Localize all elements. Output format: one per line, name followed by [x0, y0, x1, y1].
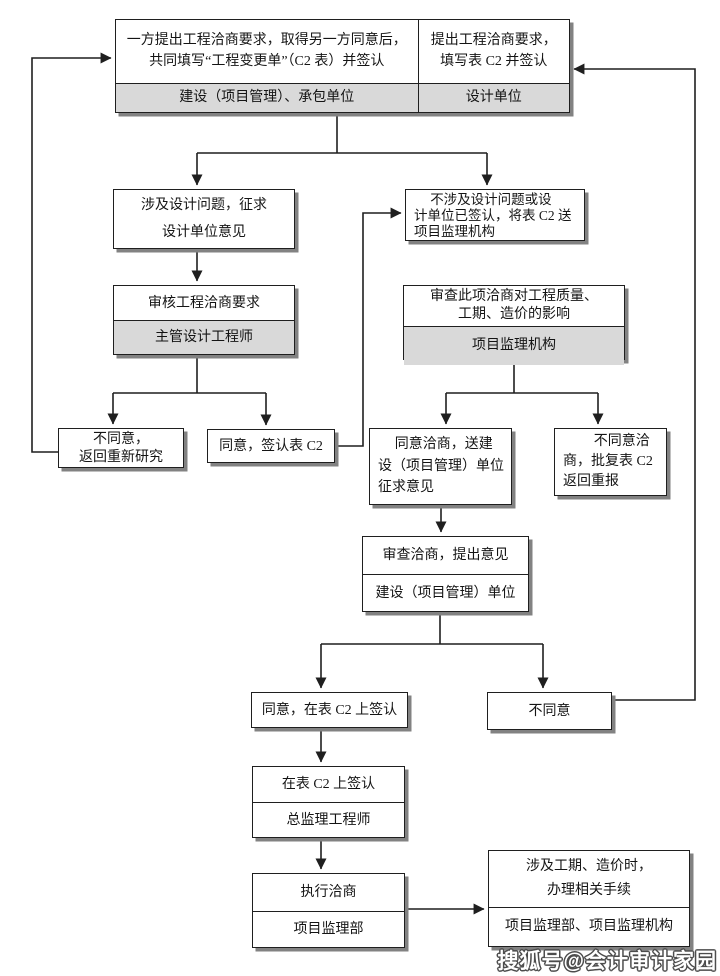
node-text-line: 涉及设计问题，征求 [141, 198, 267, 213]
node-propose-design-role: 设计单位 [417, 82, 569, 112]
node-text-line: 审查此项洽商对工程质量、 [430, 289, 598, 304]
node-text-line: 不同意洽 [593, 433, 650, 449]
node-review-opinion: 审查洽商，提出意见 建设（项目管理）单位 [362, 536, 529, 612]
connector-lines [31, 52, 696, 915]
watermark: 搜狐号@会计审计家园 [497, 950, 717, 973]
node-role-band: 总监理工程师 [253, 802, 404, 837]
node-agree-negotiation: 同意洽商，送建 设（项目管理）单位 征求意见 [369, 428, 512, 505]
node-title: 同意，在表 C2 上签认 [261, 702, 398, 718]
node-disagree: 不同意 [487, 692, 612, 730]
node-not-involve-design: 不涉及设计问题或设 计单位已签认，将表 C2 送 项目监理机构 [405, 189, 585, 241]
node-text-line: 提出工程洽商要求， [430, 33, 557, 49]
node-role-band: 主管设计工程师 [114, 320, 294, 354]
node-agree-sign-c2: 同意，签认表 C2 [207, 429, 335, 463]
node-text-line: 返回重新研究 [79, 449, 163, 465]
node-text-line: 涉及工期、造价时， [526, 859, 652, 875]
node-time-cost: 涉及工期、造价时， 办理相关手续 项目监理部、项目监理机构 [488, 850, 690, 947]
node-review-request: 审核工程洽商要求 主管设计工程师 [113, 285, 295, 355]
node-text-line: 返回重报 [563, 474, 619, 490]
node-text-line: 一方提出工程洽商要求，取得另一方同意后， [126, 33, 407, 49]
node-title: 审查洽商，提出意见 [382, 548, 509, 563]
node-text-line: 工期、造价的影响 [458, 307, 570, 323]
node-involve-design: 涉及设计问题，征求 设计单位意见 [113, 189, 295, 249]
node-title: 执行洽商 [300, 885, 357, 900]
node-text-line: 同意洽商，送建 [394, 436, 493, 452]
node-title: 在表 C2 上签认 [281, 777, 376, 792]
node-disagree-restudy: 不同意， 返回重新研究 [58, 428, 184, 468]
node-propose-joint: 一方提出工程洽商要求，取得另一方同意后， 共同填写“工程变更单”（C2 表）并签… [116, 20, 418, 83]
node-sign-on-c2: 在表 C2 上签认 总监理工程师 [252, 766, 405, 838]
node-text-line: 设（项目管理）单位 [378, 458, 504, 474]
node-text-line: 征求意见 [378, 480, 434, 496]
node-text-line: 填写表 C2 并签认 [440, 54, 548, 70]
node-text-line: 计单位已签认，将表 C2 送 [414, 207, 572, 223]
node-text-line: 不涉及设计问题或设 [430, 192, 552, 207]
node-role-band: 项目监理部、项目监理机构 [489, 907, 689, 946]
node-propose-joint-role: 建设（项目管理）、承包单位 [116, 82, 418, 112]
node-text-line: 办理相关手续 [547, 883, 631, 898]
node-role-band: 项目监理机构 [404, 326, 624, 366]
node-title: 审核工程洽商要求 [148, 295, 260, 311]
node-propose-design: 提出工程洽商要求， 填写表 C2 并签认 [417, 20, 570, 83]
node-title: 不同意 [528, 703, 571, 719]
node-text-line: 不同意， [93, 432, 149, 447]
node-role-band: 建设（项目管理）单位 [363, 574, 528, 611]
node-role-band: 项目监理部 [253, 911, 404, 947]
node-text-line: 设计单位意见 [162, 225, 246, 241]
node-execute: 执行洽商 项目监理部 [252, 873, 405, 948]
node-review-impact: 审查此项洽商对工程质量、 工期、造价的影响 项目监理机构 [403, 285, 625, 366]
node-text-line: 共同填写“工程变更单”（C2 表）并签认 [149, 54, 385, 70]
node-text-line: 商，批复表 C2 [563, 453, 653, 469]
node-disagree-negotiation: 不同意洽 商，批复表 C2 返回重报 [554, 428, 667, 496]
node-agree-sign-on-c2: 同意，在表 C2 上签认 [251, 692, 408, 728]
node-propose: 一方提出工程洽商要求，取得另一方同意后， 共同填写“工程变更单”（C2 表）并签… [115, 19, 570, 113]
node-title: 同意，签认表 C2 [219, 438, 323, 454]
node-text-line: 项目监理机构 [414, 223, 495, 239]
